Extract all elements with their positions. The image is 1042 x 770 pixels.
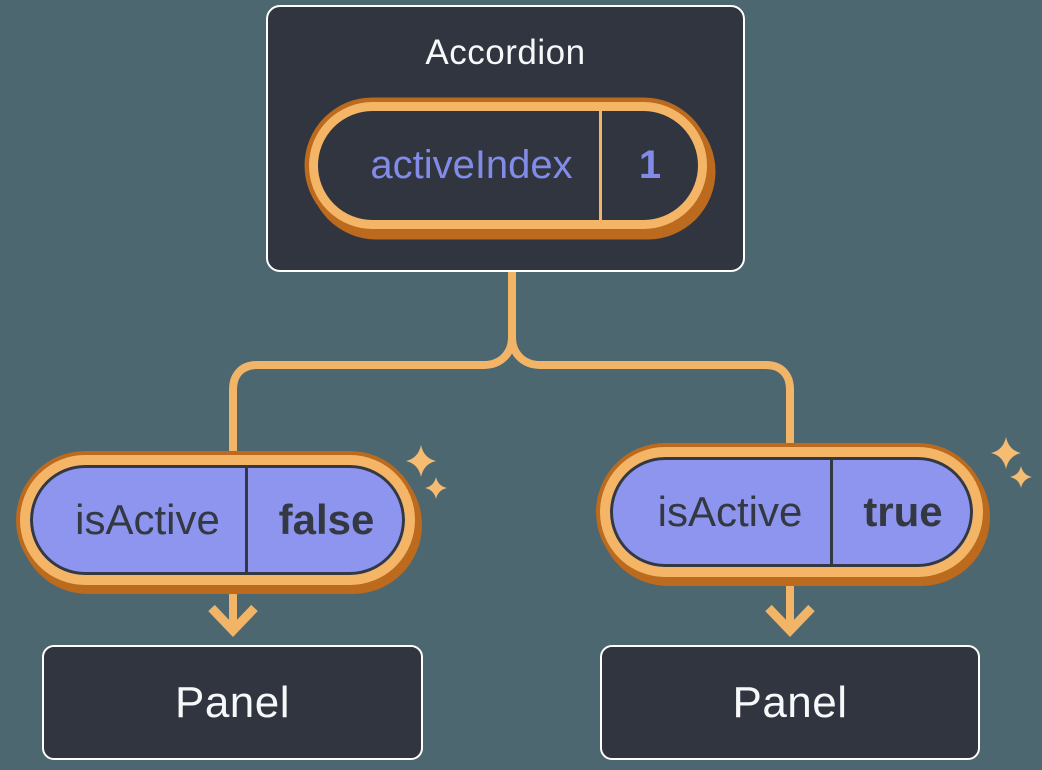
pill-divider bbox=[245, 465, 248, 575]
isactive-pill-left: isActive false bbox=[20, 455, 415, 585]
state-key-label: activeIndex bbox=[370, 143, 573, 187]
panel-node-left: Panel bbox=[42, 645, 423, 760]
sparkle-icon bbox=[406, 445, 447, 499]
tree-connector bbox=[229, 270, 794, 530]
state-value: 1 bbox=[638, 143, 662, 187]
isactive-pill-right: isActive true bbox=[600, 447, 983, 577]
panel-node-right: Panel bbox=[600, 645, 980, 760]
sparkle-icon bbox=[991, 437, 1032, 488]
state-value: false bbox=[278, 496, 375, 543]
panel-title: Panel bbox=[174, 677, 291, 727]
accordion-node: Accordion activeIndex 1 bbox=[266, 5, 745, 272]
pill-divider bbox=[599, 111, 602, 220]
panel-title: Panel bbox=[732, 677, 848, 727]
accordion-title: Accordion bbox=[425, 33, 586, 72]
state-key-label: isActive bbox=[657, 488, 803, 535]
state-value: true bbox=[863, 488, 943, 535]
accordion-state-pill: activeIndex 1 bbox=[309, 102, 707, 229]
pill-divider bbox=[830, 457, 833, 567]
state-key-label: isActive bbox=[75, 496, 220, 543]
